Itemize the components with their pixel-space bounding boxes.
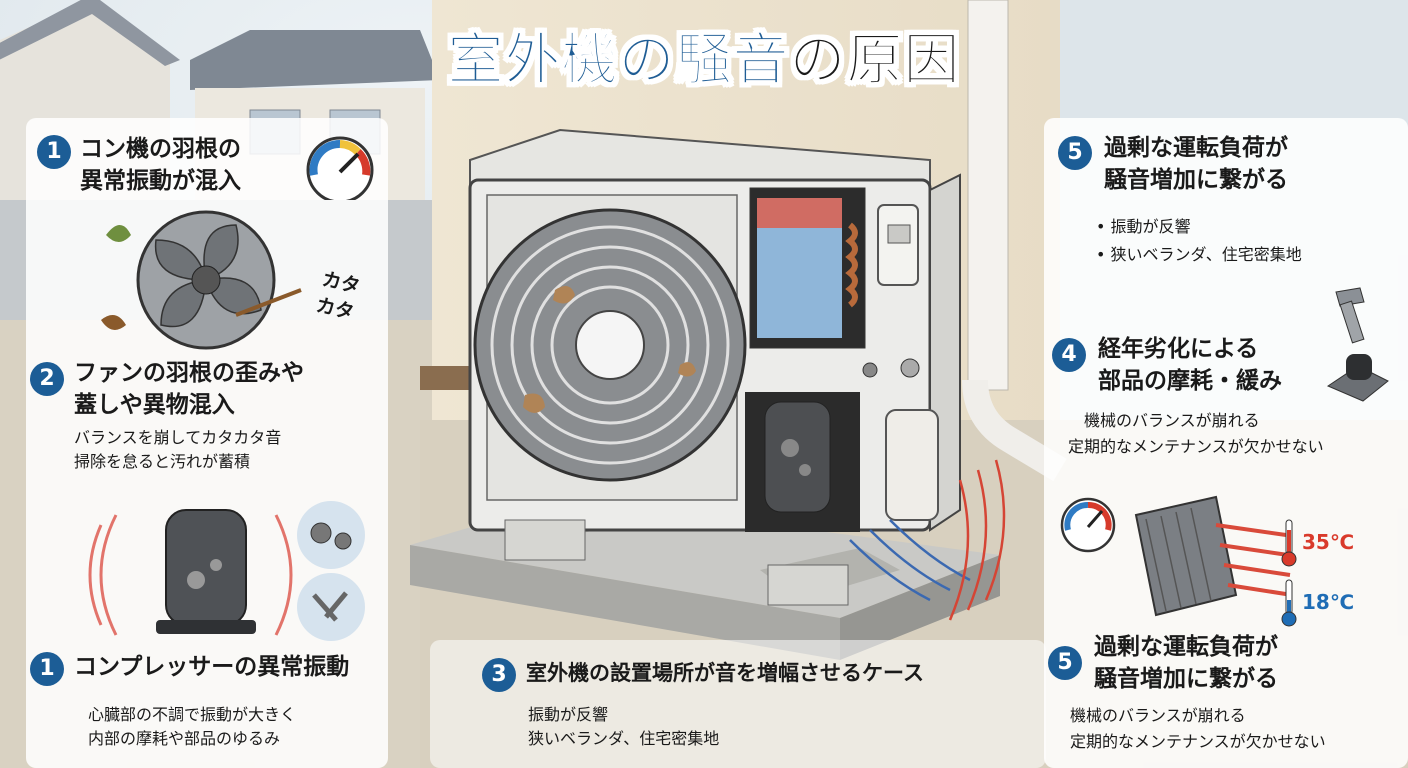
right-bottom-line2: 騒音増加に繋がる [1094,666,1278,692]
right-bottom-body1: 機械のバランスが崩れる [1070,706,1246,725]
left-item3-body1: 心臓部の不調で振動が大きく [88,705,297,724]
center-item-body2: 狭いベランダ、住宅密集地 [528,729,720,748]
right-mid-body1: 機械のバランスが崩れる [1084,411,1260,430]
right-top-bullet2: • 狭いベランダ、住宅密集地 [1096,245,1302,264]
right-mid-line2: 部品の摩耗・緩み [1098,368,1282,394]
left-item3-body2: 内部の摩耗や部品のゆるみ [88,729,281,748]
heat-exchanger-icon [1060,495,1293,617]
badge-left-2: 2 [30,362,64,396]
title-part-2: の原因 [789,28,961,94]
temperature-hot: 35℃ [1302,530,1355,554]
gauge-icon [306,136,374,200]
temperature-cool: 18℃ [1302,590,1355,614]
badge-left-1: 1 [37,135,71,169]
left-item3-heading: コンプレッサーの異常振動 [74,654,350,680]
right-bottom-body2: 定期的なメンテナンスが欠かせない [1070,732,1326,751]
badge-left-3: 1 [30,652,64,686]
right-info-panel [1044,118,1408,768]
badge-right-5-bottom: 5 [1048,646,1082,680]
outdoor-unit [468,128,961,606]
fan-icon [101,210,302,350]
badge-right-5-top: 5 [1058,136,1092,170]
fan-grille [473,208,747,482]
right-mid-body2: 定期的なメンテナンスが欠かせない [1068,437,1324,456]
left-item1-line2: 異常振動が混入 [80,168,241,194]
center-info-panel [430,640,1046,768]
thermometer-hot-icon [1281,519,1297,567]
page-title: 室外機の騒音の原因 [380,22,1028,100]
left-item2-line1: ファンの羽根の歪みや [74,360,304,386]
title-part-1: 室外機の騒音 [447,28,790,94]
badge-right-4: 4 [1052,338,1086,372]
thermometer-cool-icon [1281,579,1297,627]
center-item-body1: 振動が反響 [528,705,609,724]
compressor-icon [88,501,365,641]
bolt-and-mount-icon [1326,287,1389,402]
right-bottom-line1: 過剰な運転負荷が [1094,634,1278,660]
left-item2-body2: 掃除を怠ると汚れが蓄積 [74,452,251,471]
left-item2-body1: バランスを崩してカタカタ音 [74,428,282,447]
right-top-line2: 騒音増加に繋がる [1104,167,1288,193]
badge-center-3: 3 [482,658,516,692]
left-item1-line1: コン機の羽根の [80,136,241,162]
left-item2-line2: 蓋しや異物混入 [74,392,235,418]
right-mid-line1: 経年劣化による [1098,336,1259,362]
right-top-bullet1: • 振動が反響 [1096,217,1191,236]
center-item-heading: 室外機の設置場所が音を増幅させるケース [526,661,924,685]
right-top-line1: 過剰な運転負荷が [1104,135,1288,161]
